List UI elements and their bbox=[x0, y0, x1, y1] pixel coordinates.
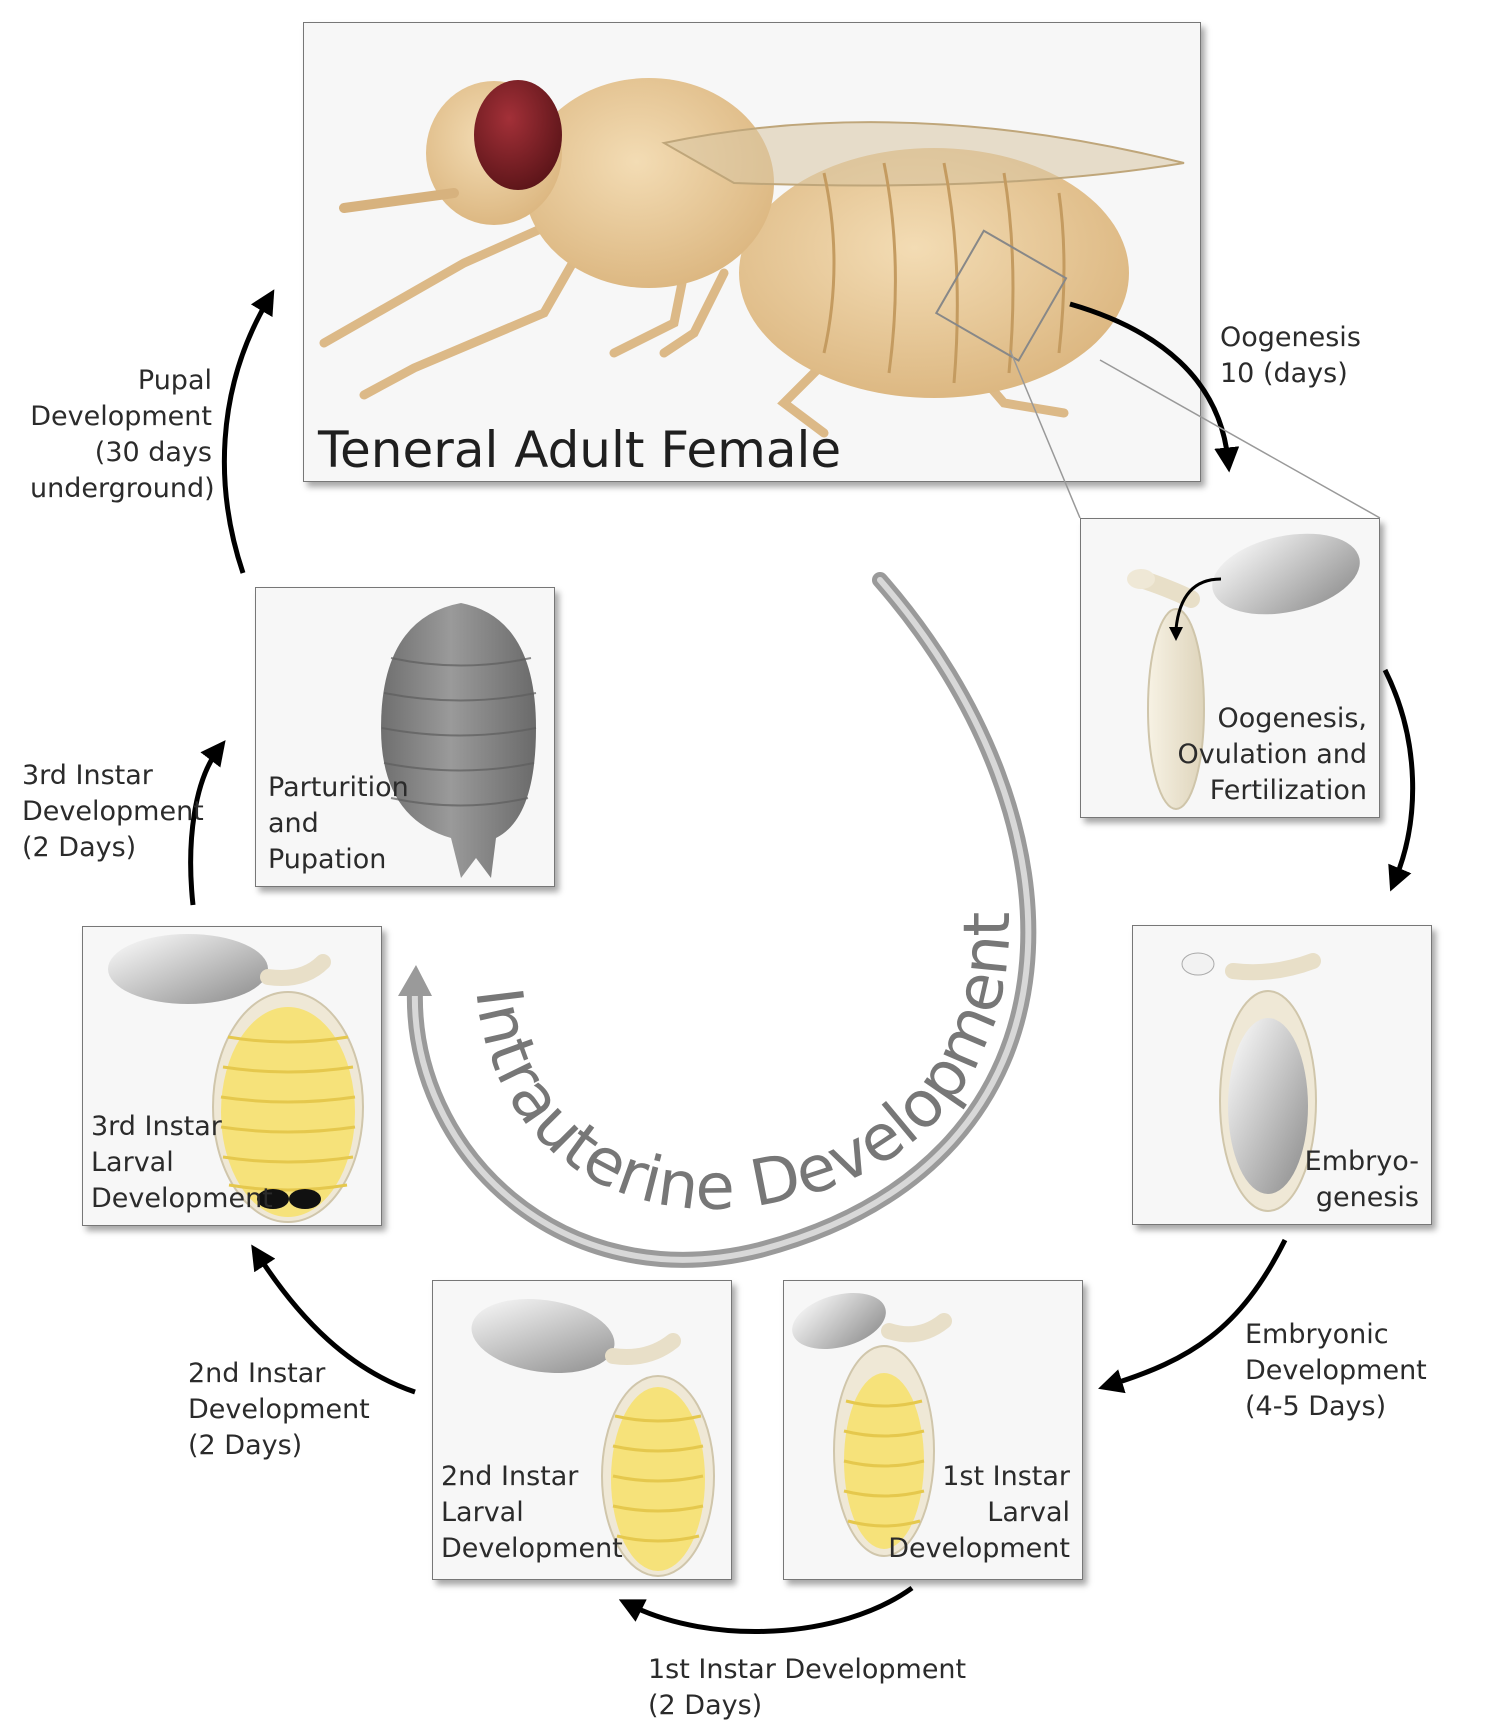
ovulation-panel-label: Oogenesis, Ovulation and Fertilization bbox=[1177, 703, 1368, 806]
embryo-illustration bbox=[1181, 952, 1321, 1212]
first-instar-arrow bbox=[618, 1585, 914, 1634]
adult-female-panel: Teneral Adult Female bbox=[303, 22, 1201, 482]
second-instar-panel: 2nd Instar Larval Development bbox=[432, 1280, 732, 1580]
pupal-arrow bbox=[221, 289, 275, 574]
third-instar-panel: 3rd Instar Larval Development bbox=[82, 926, 382, 1226]
second-instar-panel-label: 2nd Instar Larval Development bbox=[441, 1461, 623, 1564]
step-first-instar-dev: 1st Instar Development (2 Days) bbox=[648, 1654, 967, 1721]
eye-shape bbox=[474, 80, 562, 190]
intrauterine-label-path: Intrauterine Development bbox=[460, 912, 1025, 1225]
intrauterine-arrowhead bbox=[398, 965, 432, 996]
first-instar-panel: 1st Instar Larval Development bbox=[783, 1280, 1083, 1580]
step-pupal: Pupal Development (30 days underground) bbox=[30, 365, 215, 504]
adult-panel-label: Teneral Adult Female bbox=[318, 421, 842, 479]
third-instar-illustration bbox=[108, 934, 364, 1223]
second-instar-illustration bbox=[471, 1298, 715, 1577]
ovulation-panel: Oogenesis, Ovulation and Fertilization bbox=[1080, 518, 1380, 818]
first-instar-panel-label: 1st Instar Larval Development bbox=[888, 1461, 1070, 1564]
step-third-instar-dev: 3rd Instar Development (2 Days) bbox=[22, 760, 204, 863]
third-instar-panel-label: 3rd Instar Larval Development bbox=[91, 1111, 273, 1214]
embryo-panel-label: Embryo- genesis bbox=[1304, 1146, 1419, 1213]
step-oogenesis: Oogenesis 10 (days) bbox=[1220, 322, 1361, 389]
third-instar-arrow bbox=[188, 740, 226, 906]
ovulation-illustration bbox=[1127, 533, 1360, 810]
embryo-panel: Embryo- genesis bbox=[1132, 925, 1432, 1225]
pupation-panel: Parturition and Pupation bbox=[255, 587, 555, 887]
second-instar-arrow bbox=[251, 1244, 416, 1395]
ovulation-to-embryo-arrow bbox=[1382, 668, 1416, 892]
first-instar-illustration bbox=[792, 1292, 952, 1557]
pupation-panel-label: Parturition and Pupation bbox=[268, 772, 409, 875]
embryonic-arrow bbox=[1098, 1238, 1288, 1394]
oogenesis-arrow bbox=[1069, 301, 1240, 473]
adult-fly-illustration bbox=[319, 78, 1185, 438]
step-embryonic: Embryonic Development (4-5 Days) bbox=[1245, 1319, 1427, 1422]
step-second-instar-dev: 2nd Instar Development (2 Days) bbox=[188, 1358, 370, 1461]
puparium-illustration bbox=[381, 603, 537, 878]
